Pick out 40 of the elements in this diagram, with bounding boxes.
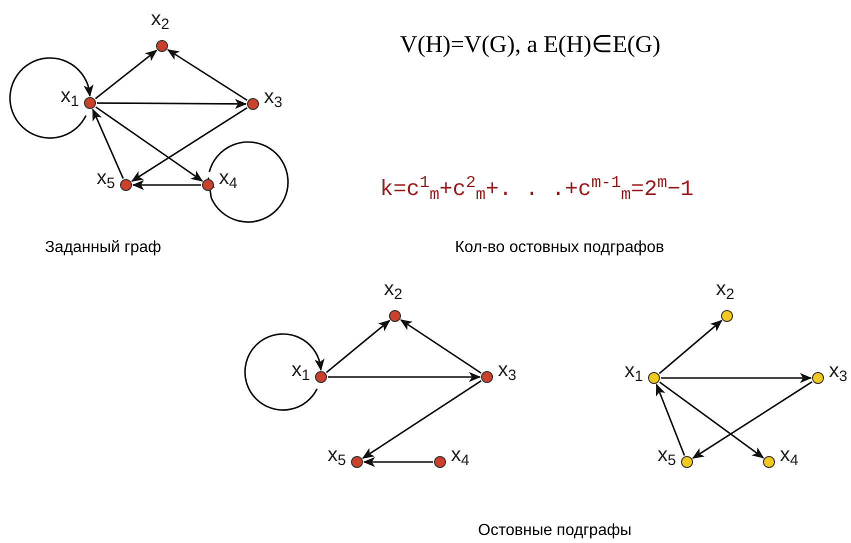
vertex-label: x$_{4}$	[219, 168, 238, 188]
vertex-label: x$_{3}$	[498, 360, 516, 380]
formula: k=c$^{1}$$_{m}$+c$^{2}$$_{m}$+. . .+c$^{m-1}$$_{m}$=2$^{m}$−1	[380, 176, 694, 204]
caption: Заданный граф	[45, 238, 162, 258]
vertex-label: x$_{1}$	[60, 86, 79, 106]
vertex-label: x$_{2}$	[151, 9, 170, 29]
vertex-label: x$_{4}$	[451, 445, 470, 465]
caption: Остовные подграфы	[478, 521, 632, 541]
arrow	[362, 380, 482, 459]
arrow	[131, 107, 248, 182]
arrow	[326, 320, 390, 374]
arrow	[658, 320, 722, 374]
vertex-label: x$_{5}$	[328, 445, 346, 465]
vertex-label: x$_{4}$	[780, 445, 798, 465]
vertex-label: x$_{3}$	[829, 361, 848, 381]
arrow	[328, 372, 481, 382]
vertex-label: x$_{1}$	[624, 361, 643, 381]
arrow	[132, 180, 201, 190]
arrow	[95, 106, 204, 182]
vertex-label: x$_{2}$	[716, 279, 734, 299]
formula: V(H)=V(G), a E(H)∈E(G)	[400, 31, 660, 60]
arrow	[656, 384, 686, 456]
arrow	[363, 457, 433, 467]
arrow	[692, 381, 813, 459]
vertex-label: x$_{5}$	[96, 168, 115, 188]
arrow	[95, 50, 158, 100]
loop-arrow	[204, 141, 289, 223]
caption: Кол-во остовных подграфов	[455, 238, 664, 258]
arrow	[400, 319, 482, 374]
loop-arrow	[9, 57, 94, 139]
loop-arrow	[244, 333, 325, 411]
arrow	[659, 381, 764, 459]
arrow	[92, 108, 124, 179]
vertex-label: x$_{2}$	[384, 279, 402, 299]
vertex-label: x$_{3}$	[264, 87, 282, 107]
arrow	[167, 49, 248, 101]
vertex-label: x$_{5}$	[658, 445, 676, 465]
arrow	[661, 373, 812, 383]
vertex-label: x$_{1}$	[292, 360, 310, 380]
arrow	[97, 98, 247, 109]
